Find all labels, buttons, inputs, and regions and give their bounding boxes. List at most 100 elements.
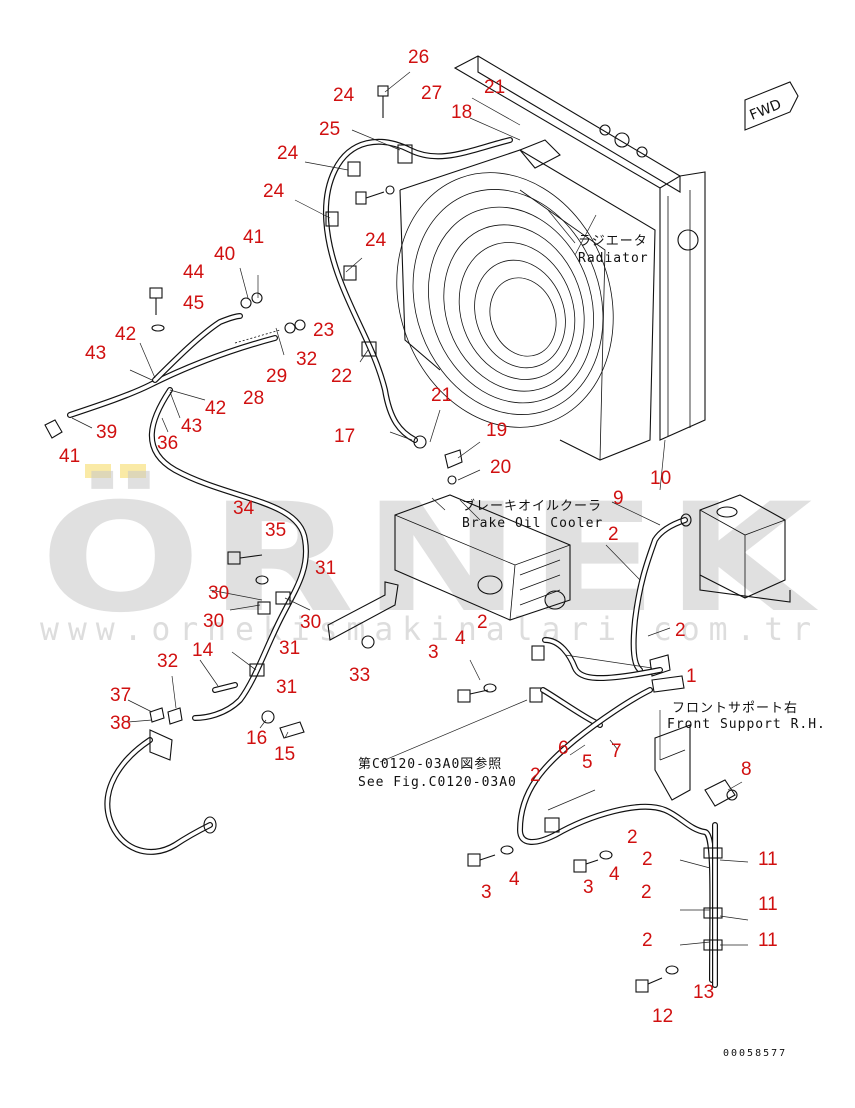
pipe-lower-right [516,687,723,988]
callout-c8: 8 [741,759,752,780]
callout-c41b: 41 [59,446,80,467]
callout-c2g: 2 [641,882,652,903]
fan-shroud-inner [519,189,606,461]
callout-c3c: 3 [583,877,594,898]
callout-c23: 23 [313,320,334,341]
callout-c30b: 30 [300,612,321,633]
callout-c2f: 2 [642,849,653,870]
watermark-dot-left [85,464,111,478]
see-fig-label-en: See Fig.C0120-03A0 [358,775,517,790]
bolt-34 [227,551,269,585]
radiator-side-cap [677,229,699,251]
front-support-label-en: Front Support R.H. [667,717,826,732]
hose-lower-left [148,387,309,721]
callout-c2b: 2 [477,612,488,633]
brake-cooler-label-en: Brake Oil Cooler [462,516,603,531]
callout-c42b: 42 [205,398,226,419]
callout-c24c: 24 [263,181,285,202]
bolt-upper-left [355,185,395,205]
callout-c31c: 31 [276,677,297,698]
callout-c30a: 30 [208,583,229,604]
callout-c44: 44 [183,262,205,283]
watermark-url: www.ornekismakinalari.com.tr [40,610,820,648]
fwd-label: FWD [748,97,784,124]
brake-cooler-label-jp: ブレーキオイルクーラ [462,498,602,514]
callout-c4b: 4 [509,869,520,890]
callout-c22: 22 [331,366,352,387]
bolt-44 [149,287,165,332]
watermark-brand: ÖRNEK [40,470,820,646]
callout-c11b: 11 [758,894,778,915]
callout-c1: 1 [686,666,697,687]
fan-shroud-left [399,189,441,371]
watermark-dot-right [120,464,146,478]
callout-c30c: 30 [203,611,224,632]
callout-c17: 17 [334,426,355,447]
callout-c33: 33 [349,665,370,686]
callout-c34: 34 [233,498,255,519]
callout-c39: 39 [96,422,117,443]
radiator-label-jp: ラジエータ [578,234,648,249]
see-fig-label-jp: 第C0120-03A0図参照 [358,756,502,772]
callout-c3b: 3 [481,882,492,903]
fan-guard [396,172,614,428]
callout-c26: 26 [408,47,429,68]
callout-c37: 37 [110,685,131,706]
radiator-cap-2 [614,132,630,148]
fan-shroud [399,149,656,461]
callout-c24b: 24 [277,143,299,164]
callout-c2h: 2 [642,930,653,951]
callout-c11c: 11 [758,930,778,951]
drawing-number: 00058577 [723,1048,787,1059]
callout-c5: 5 [582,752,593,773]
callout-c45: 45 [183,293,204,314]
hose-upper-left [152,292,263,383]
callout-c19: 19 [486,420,507,441]
brake-oil-cooler [394,494,571,621]
reservoir-tank [699,494,791,603]
callout-c43a: 43 [85,343,106,364]
callout-c32b: 32 [157,651,178,672]
callout-c32a: 32 [296,349,317,370]
callout-c36: 36 [157,433,178,454]
pipe-2-mid [457,637,663,728]
callout-c21a: 21 [484,77,505,98]
radiator-assembly [396,55,706,461]
callout-c13: 13 [693,982,714,1003]
callout-c35: 35 [265,520,286,541]
bracket-33 [327,581,399,649]
callout-c7: 7 [611,741,622,762]
callout-c4a: 4 [455,628,466,649]
callout-c2d: 2 [530,765,541,786]
bolt-26 [377,85,389,118]
callout-c29: 29 [266,366,287,387]
radiator-side-frame [659,171,706,441]
watermark: ÖRNEK www.ornekismakinalari.com.tr [40,464,820,648]
callout-c11a: 11 [758,849,778,870]
callout-c3a: 3 [428,642,439,663]
radiator-top-edge [477,56,681,193]
callout-c20: 20 [490,457,511,478]
callout-c2c: 2 [675,620,686,641]
callout-c18: 18 [451,102,472,123]
pipe-2-upper [630,513,692,693]
callout-c28: 28 [243,388,264,409]
clamp-41 [44,419,63,439]
callout-c24d: 24 [365,230,387,251]
bolts-3-4 [467,845,679,993]
front-support-label-jp: フロントサポート右 [672,701,798,716]
callout-c16: 16 [246,728,267,749]
hose-28 [67,319,306,418]
callout-c25: 25 [319,119,340,140]
callout-c21b: 21 [431,385,452,406]
annotations: ラジエータ Radiator ブレーキオイルクーラ Brake Oil Cool… [358,234,826,1059]
callout-c31b: 31 [279,638,300,659]
radiator-top-frame [453,55,682,189]
callout-c6: 6 [558,738,569,759]
callout-c24a: 24 [333,85,355,106]
radiator-cap-3 [636,146,648,158]
callout-c15: 15 [274,744,295,765]
radiator-cap-1 [599,124,611,136]
